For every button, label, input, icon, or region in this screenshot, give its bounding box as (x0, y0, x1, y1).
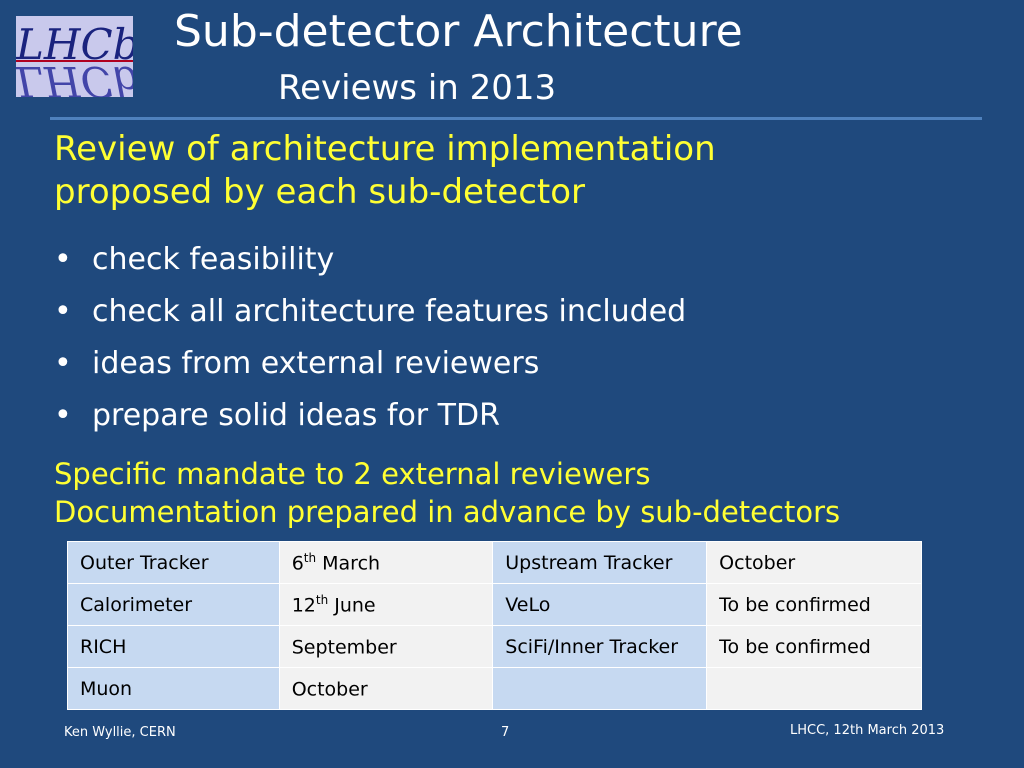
bullet-item: • ideas from external reviewers (54, 338, 686, 390)
bullet-text: check feasibility (92, 242, 335, 277)
detector-cell: VeLo (492, 583, 708, 626)
date-cell: 12th June (278, 583, 494, 626)
date-cell: October (706, 541, 922, 584)
date-cell: To be confirmed (706, 583, 922, 626)
table-row: Calorimeter 12th June VeLo To be confirm… (67, 583, 922, 626)
bullet-text: ideas from external reviewers (92, 346, 540, 381)
slide-title: Sub-detector Architecture (174, 6, 743, 57)
section-heading-mandate: Specific mandate to 2 external reviewers… (54, 455, 840, 531)
heading-line: Specific mandate to 2 external reviewers (54, 457, 651, 491)
logo-text: LHCb (16, 20, 133, 69)
date-cell: October (278, 667, 494, 710)
bullet-item: • check feasibility (54, 234, 686, 286)
bullet-dot: • (54, 294, 72, 329)
review-schedule-table: Outer Tracker 6th March Upstream Tracker… (67, 541, 922, 710)
bullet-item: • check all architecture features include… (54, 286, 686, 338)
date-cell: 6th March (278, 541, 494, 584)
detector-cell: Muon (67, 667, 280, 710)
lhcb-logo: LHCb LHCb (16, 16, 133, 97)
table-row: Outer Tracker 6th March Upstream Tracker… (67, 541, 922, 584)
detector-cell: Upstream Tracker (492, 541, 708, 584)
bullet-text: check all architecture features included (92, 294, 687, 329)
section-heading-review: Review of architecture implementation pr… (54, 128, 716, 214)
bullet-text: prepare solid ideas for TDR (92, 398, 500, 433)
date-cell: September (278, 625, 494, 668)
logo-band (16, 60, 133, 62)
title-divider (50, 117, 982, 120)
bullet-dot: • (54, 346, 72, 381)
bullet-dot: • (54, 242, 72, 277)
logo-reflection: LHCb (16, 57, 133, 97)
bullet-list: • check feasibility • check all architectu… (54, 234, 686, 442)
detector-cell: SciFi/Inner Tracker (492, 625, 708, 668)
detector-cell (492, 667, 708, 710)
bullet-item: • prepare solid ideas for TDR (54, 390, 686, 442)
footer-page-number: 7 (501, 725, 510, 740)
detector-cell: Calorimeter (67, 583, 280, 626)
detector-cell: Outer Tracker (67, 541, 280, 584)
slide-subtitle: Reviews in 2013 (278, 68, 557, 108)
heading-line: proposed by each sub-detector (54, 172, 586, 212)
heading-line: Review of architecture implementation (54, 129, 716, 169)
footer-author: Ken Wyllie, CERN (64, 725, 176, 740)
footer-event: LHCC, 12th March 2013 (790, 723, 945, 738)
detector-cell: RICH (67, 625, 280, 668)
heading-line: Documentation prepared in advance by sub… (54, 495, 841, 529)
date-cell (706, 667, 922, 710)
date-cell: To be confirmed (706, 625, 922, 668)
table-row: Muon October (67, 667, 922, 710)
table-row: RICH September SciFi/Inner Tracker To be… (67, 625, 922, 668)
bullet-dot: • (54, 398, 72, 433)
